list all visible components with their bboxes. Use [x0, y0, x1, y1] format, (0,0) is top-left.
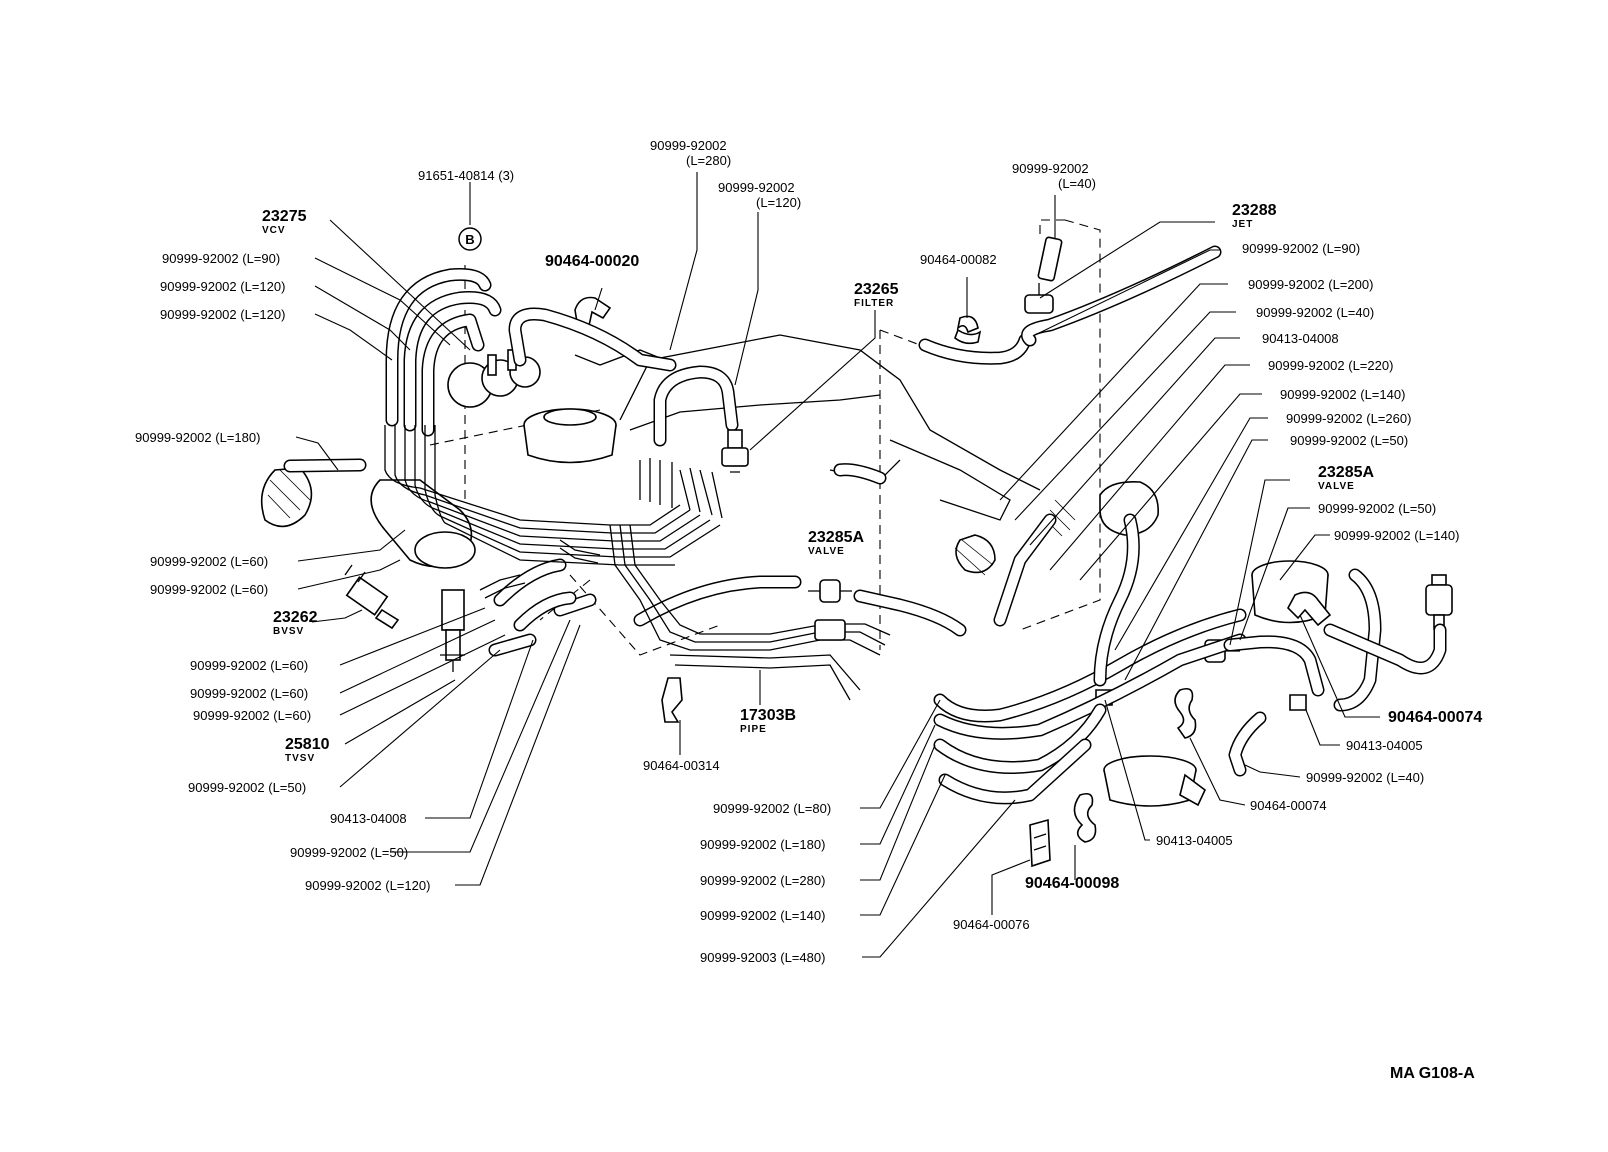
label-23265-sub: FILTER — [854, 298, 894, 309]
clip-90464-00098 — [1073, 792, 1097, 843]
label-hose-l50-b: 90999-92002 (L=50) — [290, 845, 408, 860]
label-hose-l90-left: 90999-92002 (L=90) — [162, 251, 280, 266]
label-hose-l50-right-b: 90999-92002 (L=50) — [1318, 501, 1436, 516]
label-hose-l40-bottom: 90999-92002 (L=40) — [1306, 770, 1424, 785]
clip-90464-00074-right — [1287, 591, 1332, 627]
vacuum-pipe-bundle — [384, 425, 891, 701]
bvsv-valve — [344, 564, 400, 630]
callout-b: B — [458, 227, 482, 251]
label-hose-l120-left-a: 90999-92002 (L=120) — [160, 279, 285, 294]
figure-code: MA G108-A — [1390, 1065, 1475, 1082]
label-hose-l120-top-b: (L=120) — [756, 195, 801, 210]
label-23285a-right: 23285A — [1318, 464, 1374, 481]
label-hose-l260: 90999-92002 (L=260) — [1286, 411, 1411, 426]
label-hose-l40-top-a: 90999-92002 — [1012, 161, 1089, 176]
label-90413-04008-left: 90413-04008 — [330, 811, 407, 826]
label-90413-04005-right: 90413-04005 — [1346, 738, 1423, 753]
clip-90464-00074-lower — [1174, 687, 1197, 739]
label-hose-l120-top-a: 90999-92002 — [718, 180, 795, 195]
label-hose-l60-c: 90999-92002 (L=60) — [190, 658, 308, 673]
label-23285a-right-sub: VALVE — [1318, 481, 1355, 492]
label-hose-l220: 90999-92002 (L=220) — [1268, 358, 1393, 373]
filter-23265 — [721, 429, 749, 473]
jet-23288 — [1024, 236, 1063, 314]
label-hose-l60-b: 90999-92002 (L=60) — [150, 582, 268, 597]
label-23285a-center: 23285A — [808, 529, 864, 546]
label-hose-l40-top-b: (L=40) — [1058, 176, 1096, 191]
label-90464-00020: 90464-00020 — [545, 253, 639, 270]
label-90464-00098: 90464-00098 — [1025, 875, 1119, 892]
label-17303b: 17303B — [740, 707, 796, 724]
label-hose-l180-bottom: 90999-92002 (L=180) — [700, 837, 825, 852]
label-90464-00074-lower: 90464-00074 — [1250, 798, 1327, 813]
label-91651-40814: 91651-40814 (3) — [418, 168, 514, 183]
tvsv-valve — [440, 589, 465, 672]
label-hose-l60-d: 90999-92002 (L=60) — [190, 686, 308, 701]
label-hose-l180-left: 90999-92002 (L=180) — [135, 430, 260, 445]
label-17303b-sub: PIPE — [740, 724, 767, 735]
label-hose-l90-right: 90999-92002 (L=90) — [1242, 241, 1360, 256]
label-90464-00082: 90464-00082 — [920, 252, 997, 267]
label-23288: 23288 — [1232, 202, 1277, 219]
label-hose-l200: 90999-92002 (L=200) — [1248, 277, 1373, 292]
label-23275: 23275 — [262, 208, 307, 225]
label-23262-sub: BVSV — [273, 626, 304, 637]
callout-b-label: B — [465, 232, 474, 247]
label-hose-l50-a: 90999-92002 (L=50) — [188, 780, 306, 795]
part-labels: 91651-40814 (3) 23275 VCV 90999-92002 (L… — [135, 138, 1482, 1082]
center-hoses — [833, 333, 1032, 637]
label-25810-sub: TVSV — [285, 753, 315, 764]
label-23265: 23265 — [854, 281, 899, 298]
label-hose-l140-bottom: 90999-92002 (L=140) — [700, 908, 825, 923]
clip-90464-00314 — [661, 677, 683, 723]
clip-90464-00076 — [1029, 818, 1051, 868]
label-hose-l140-a: 90999-92002 (L=140) — [1280, 387, 1405, 402]
filter-right — [1425, 574, 1453, 630]
label-90464-00076: 90464-00076 — [953, 917, 1030, 932]
label-90464-00314: 90464-00314 — [643, 758, 720, 773]
leader-lines — [295, 172, 1380, 958]
oil-filler-cap — [523, 408, 617, 464]
label-hose-l40-right: 90999-92002 (L=40) — [1256, 305, 1374, 320]
left-hoses — [283, 268, 802, 657]
label-23275-sub: VCV — [262, 225, 286, 236]
clip-90464-00082 — [954, 315, 982, 345]
vcv-valve — [447, 349, 541, 408]
label-hose-l280-top-a: 90999-92002 — [650, 138, 727, 153]
label-hose-l60-e: 90999-92002 (L=60) — [193, 708, 311, 723]
label-hose-l140-right: 90999-92002 (L=140) — [1334, 528, 1459, 543]
valve-23285a-center — [808, 579, 852, 641]
label-hose-l60-a: 90999-92002 (L=60) — [150, 554, 268, 569]
label-23288-sub: JET — [1232, 219, 1253, 230]
label-hose-l120-bottom: 90999-92002 (L=120) — [305, 878, 430, 893]
label-25810: 25810 — [285, 736, 330, 753]
label-90464-00074-right: 90464-00074 — [1388, 709, 1482, 726]
label-90413-04008-right: 90413-04008 — [1262, 331, 1339, 346]
label-hose-l280-bottom: 90999-92002 (L=280) — [700, 873, 825, 888]
air-cleaner-left — [260, 467, 476, 569]
label-23285a-center-sub: VALVE — [808, 546, 845, 557]
label-hose-l80: 90999-92002 (L=80) — [713, 801, 831, 816]
label-hose-l120-left-b: 90999-92002 (L=120) — [160, 307, 285, 322]
label-hose-l50-right: 90999-92002 (L=50) — [1290, 433, 1408, 448]
label-90413-04005-lower: 90413-04005 — [1156, 833, 1233, 848]
label-hose-l480: 90999-92003 (L=480) — [700, 950, 825, 965]
label-23262: 23262 — [273, 609, 318, 626]
label-hose-l280-top-b: (L=280) — [686, 153, 731, 168]
